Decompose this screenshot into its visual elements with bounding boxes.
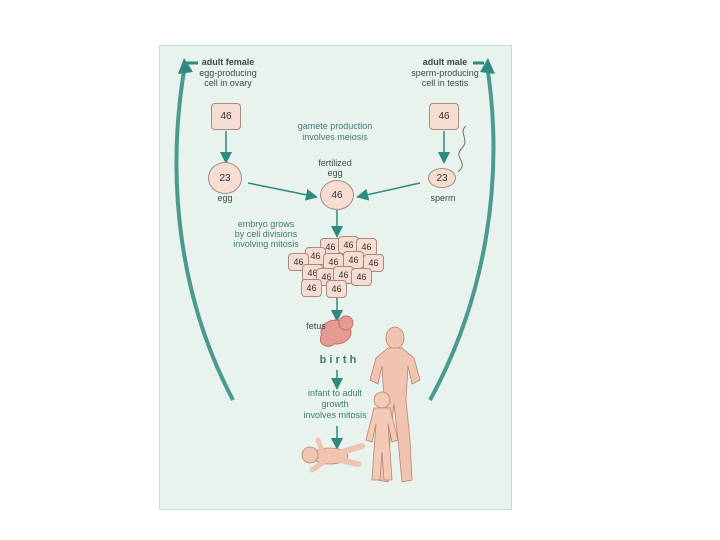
- arrow-egg-to-zygote: [247, 182, 318, 201]
- fertilized-line2: egg: [327, 168, 343, 178]
- gamete-line1: gamete production: [297, 121, 373, 131]
- male-line2: cell in testis: [421, 78, 469, 88]
- cycle-arrow-left-head: [178, 58, 193, 74]
- zygote-cell: 46: [320, 180, 354, 210]
- embryo-cell: 46: [301, 279, 322, 297]
- cycle-arrow-right: [428, 64, 496, 401]
- infant-figure: [301, 437, 365, 473]
- male-title: adult male: [422, 57, 468, 67]
- fertilized-line1: fertilized: [318, 158, 352, 168]
- sperm-cell: 23: [428, 168, 456, 188]
- cycle-arrow-right-head: [480, 58, 495, 74]
- embryo-cell: 46: [363, 254, 384, 272]
- arrow-sperm-to-zygote: [356, 182, 421, 201]
- birth-label: b i r t h: [319, 354, 357, 366]
- growth-line1: infant to adult: [307, 388, 363, 398]
- fetus-label: fetus: [306, 321, 326, 331]
- fetus-figure: [320, 315, 354, 347]
- female-line2: cell in ovary: [204, 78, 252, 88]
- female-line1: egg-producing: [199, 68, 257, 78]
- embryo-line2: by cell divisions: [234, 229, 298, 239]
- egg-cell: 23: [208, 162, 242, 194]
- sperm-label: sperm: [430, 193, 456, 203]
- female-title: adult female: [201, 57, 255, 67]
- embryo-cell: 46: [351, 268, 372, 286]
- male-line1: sperm-producing: [411, 68, 479, 78]
- sperm-tail: [457, 125, 467, 173]
- egg-label: egg: [217, 193, 233, 203]
- embryo-line3: involving mitosis: [233, 239, 299, 249]
- embryo-line1: embryo grows: [237, 219, 295, 229]
- embryo-cell: 46: [326, 280, 347, 298]
- growth-line3: involves mitosis: [303, 410, 367, 420]
- gamete-line2: involves meiosis: [302, 132, 368, 142]
- child-figure: [365, 391, 399, 481]
- male-cell: 46: [429, 103, 459, 130]
- female-cell: 46: [211, 103, 241, 130]
- growth-line2: growth: [321, 399, 349, 409]
- cycle-arrow-left: [174, 64, 235, 401]
